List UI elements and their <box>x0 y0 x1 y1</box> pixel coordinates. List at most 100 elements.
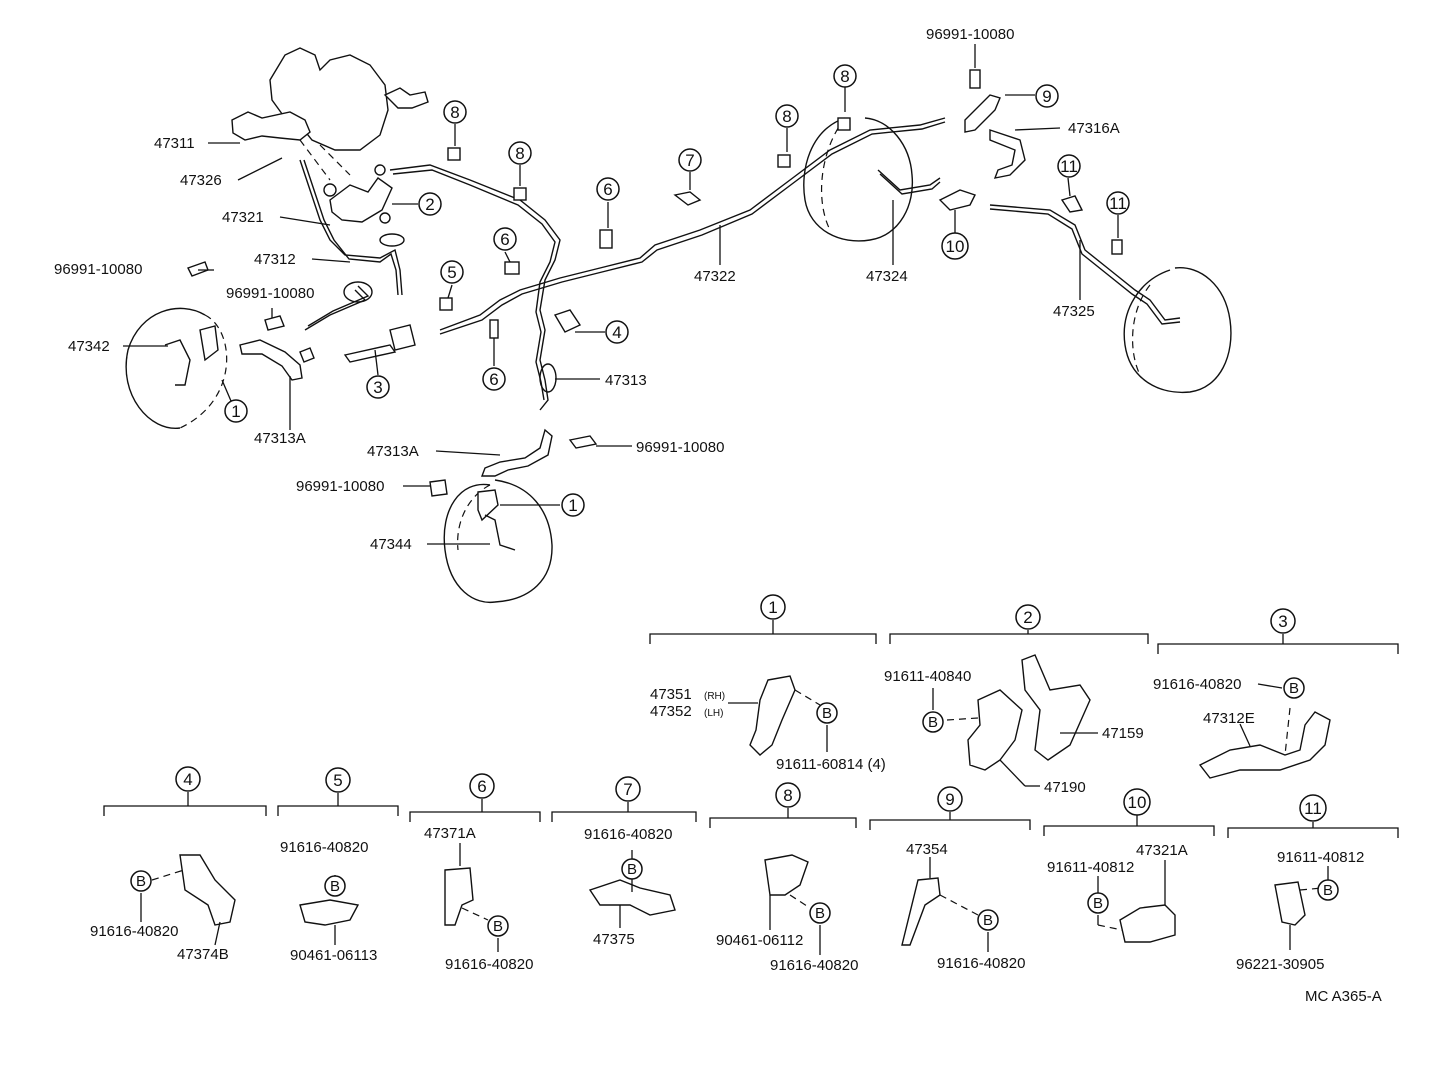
svg-text:8: 8 <box>515 144 524 163</box>
svg-text:7: 7 <box>623 780 632 799</box>
svg-text:6: 6 <box>603 180 612 199</box>
svg-text:11: 11 <box>1304 799 1322 818</box>
svg-text:4: 4 <box>183 770 192 789</box>
bolt-b-d10: B <box>1087 892 1109 914</box>
callout-8-b: 8 <box>508 141 532 165</box>
label-47325: 47325 <box>1053 303 1095 320</box>
d9-47354: 47354 <box>906 841 948 858</box>
detail-5-header: 5 <box>325 767 351 793</box>
svg-text:2: 2 <box>425 195 434 214</box>
d8-bolt: 91616-40820 <box>770 957 858 974</box>
callout-6-a: 6 <box>596 177 620 201</box>
svg-text:B: B <box>822 705 832 722</box>
svg-text:1: 1 <box>568 496 577 515</box>
svg-text:3: 3 <box>1278 612 1287 631</box>
d9-bolt: 91616-40820 <box>937 955 1025 972</box>
proportioning-valve <box>323 164 393 224</box>
callout-3: 3 <box>366 375 390 399</box>
bolt-b-d5: B <box>324 875 346 897</box>
label-clip-left2: 96991-10080 <box>226 285 314 302</box>
label-47326: 47326 <box>180 172 222 189</box>
svg-text:6: 6 <box>500 230 509 249</box>
svg-text:B: B <box>493 918 503 935</box>
label-clip-left1: 96991-10080 <box>54 261 142 278</box>
d2-47159: 47159 <box>1102 725 1144 742</box>
bolt-b-d9: B <box>977 909 999 931</box>
label-47321: 47321 <box>222 209 264 226</box>
label-47316a: 47316A <box>1068 120 1120 137</box>
svg-text:9: 9 <box>945 790 954 809</box>
diagram-code: MC A365-A <box>1305 988 1382 1005</box>
detail-header-circles: 1 2 3 4 5 6 7 8 9 10 11 <box>175 594 1327 822</box>
bolt-b-d4: B <box>130 870 152 892</box>
d11-96221-30905: 96221-30905 <box>1236 956 1324 973</box>
svg-text:6: 6 <box>489 370 498 389</box>
d7-47375: 47375 <box>593 931 635 948</box>
d3-47312e: 47312E <box>1203 710 1255 727</box>
callout-8-c: 8 <box>775 104 799 128</box>
label-clip-top-right: 96991-10080 <box>926 26 1014 43</box>
bolt-b-d11: B <box>1317 879 1339 901</box>
detail-11-header: 11 <box>1299 794 1327 822</box>
svg-text:8: 8 <box>450 103 459 122</box>
svg-text:1: 1 <box>231 402 240 421</box>
label-47313a-left: 47313A <box>254 430 306 447</box>
svg-text:B: B <box>1323 882 1333 899</box>
svg-text:B: B <box>815 905 825 922</box>
label-clip-mid-left: 96991-10080 <box>296 478 384 495</box>
label-47311: 47311 <box>154 135 195 152</box>
bolt-b-d2: B <box>922 711 944 733</box>
d4-bolt: 91616-40820 <box>90 923 178 940</box>
line-clips <box>164 69 1123 551</box>
leader-lines <box>123 44 1119 545</box>
d1-47351: 47351 <box>650 686 692 703</box>
d10-47321a: 47321A <box>1136 842 1188 859</box>
flex-hoses <box>239 129 1026 477</box>
d8-90461-06112: 90461-06112 <box>716 932 803 949</box>
svg-text:8: 8 <box>840 67 849 86</box>
d1-47352: 47352 <box>650 703 692 720</box>
label-47342: 47342 <box>68 338 110 355</box>
d2-bolt: 91611-40840 <box>884 668 971 685</box>
callout-circles: 2 1 3 8 8 6 7 8 8 6 5 4 6 1 9 10 11 11 <box>224 64 1130 517</box>
callout-11-b: 11 <box>1106 191 1130 215</box>
svg-text:1: 1 <box>768 598 777 617</box>
svg-text:B: B <box>983 912 993 929</box>
svg-text:11: 11 <box>1109 194 1127 213</box>
svg-text:6: 6 <box>477 777 486 796</box>
label-47313a-mid: 47313A <box>367 443 419 460</box>
bolt-b-d7: B <box>621 858 643 880</box>
detail-brackets <box>103 620 1399 838</box>
callout-5: 5 <box>440 260 464 284</box>
svg-text:5: 5 <box>333 771 342 790</box>
bolt-b-d6: B <box>487 915 509 937</box>
svg-text:B: B <box>928 714 938 731</box>
detail-10-header: 10 <box>1123 788 1151 816</box>
svg-text:B: B <box>136 873 146 890</box>
bolt-b-d1: B <box>816 702 838 724</box>
callout-11-a: 11 <box>1057 154 1081 178</box>
callout-9: 9 <box>1035 84 1059 108</box>
d1-lh: (LH) <box>704 708 723 719</box>
callout-1-left: 1 <box>224 399 248 423</box>
label-47312: 47312 <box>254 251 296 268</box>
callout-7: 7 <box>678 148 702 172</box>
svg-text:B: B <box>1093 895 1103 912</box>
bolt-markers: B B B B B B B B B B B <box>130 677 1339 937</box>
main-part-labels: 47311 47326 47321 47312 96991-10080 9699… <box>54 26 1120 553</box>
svg-text:7: 7 <box>685 151 694 170</box>
detail-labels: 47351 (RH) 47352 (LH) 91611-60814 (4) 91… <box>90 668 1364 974</box>
svg-text:4: 4 <box>612 323 621 342</box>
callout-4: 4 <box>605 320 629 344</box>
svg-text:3: 3 <box>373 378 382 397</box>
detail-1-header: 1 <box>760 594 786 620</box>
d3-bolt: 91616-40820 <box>1153 676 1241 693</box>
brake-booster-assembly <box>231 47 429 181</box>
svg-text:10: 10 <box>946 237 965 256</box>
detail-2-header: 2 <box>1015 604 1041 630</box>
detail-9-header: 9 <box>937 786 963 812</box>
d6-bolt: 91616-40820 <box>445 956 533 973</box>
svg-text:B: B <box>330 878 340 895</box>
d4-47374b: 47374B <box>177 946 229 963</box>
